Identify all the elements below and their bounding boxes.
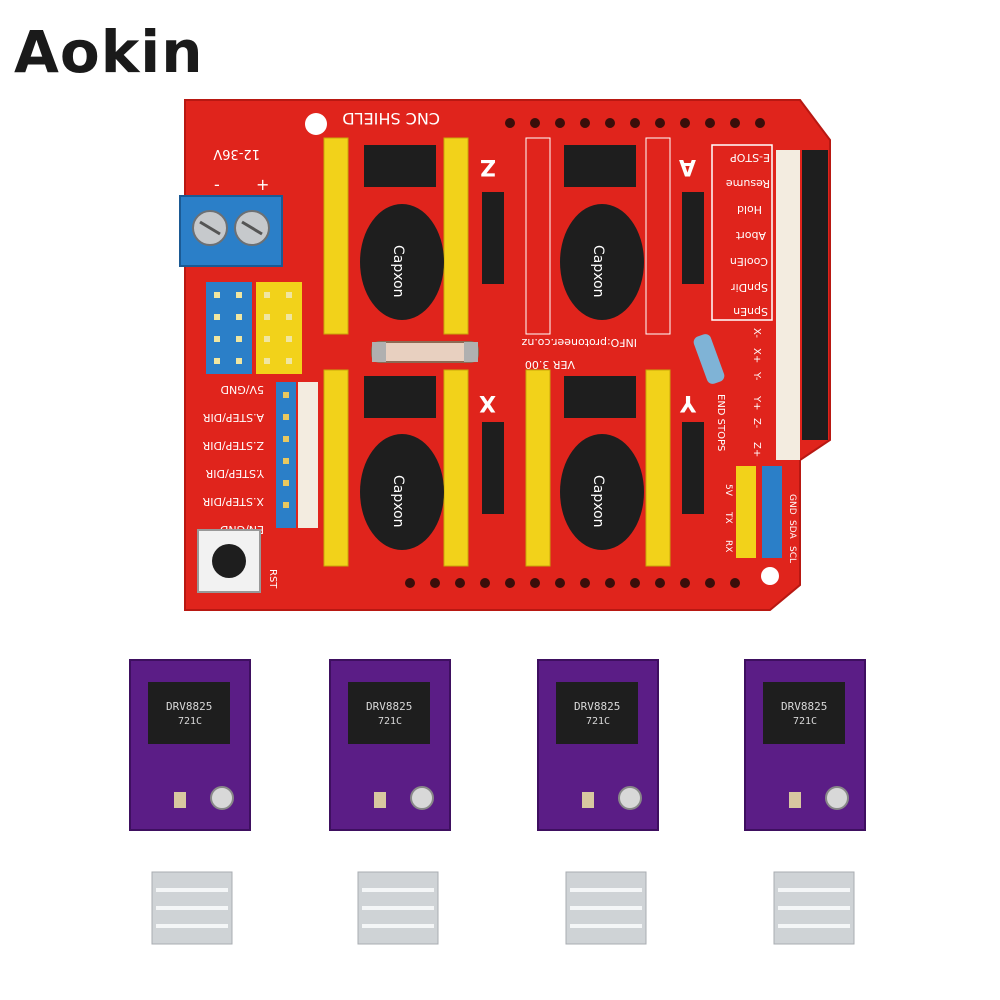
right-label-abort: Abort — [735, 229, 766, 242]
endstop-label-x-plus: X+ — [751, 348, 762, 363]
resistor — [693, 334, 725, 384]
board-title: CNC SHIELD — [342, 109, 440, 128]
reset-label: RST — [267, 569, 278, 589]
driver-chip-code-3: 721C — [586, 716, 610, 727]
driver-chip-code-1: 721C — [178, 716, 202, 727]
axis-label-a: A — [679, 154, 696, 179]
driver-socket-a: Capxon A — [525, 137, 704, 335]
cnc-shield-board: CNC SHIELD 12-36V - + INFO:protoneer.co.… — [179, 99, 831, 611]
driver-module-3: DRV8825 721C — [537, 659, 659, 831]
power-plus-label: + — [256, 175, 269, 194]
driver-chip-label-4: DRV8825 — [781, 700, 827, 713]
right-label-spnen: SpnEn — [733, 305, 768, 318]
pin-label-sda: SDA — [787, 520, 797, 539]
heatsink-2 — [357, 871, 439, 945]
heatsink-3 — [565, 871, 647, 945]
right-label-spndir: SpnDir — [731, 281, 768, 294]
driver-socket-z: Capxon Z — [323, 137, 504, 335]
driver-socket-x: Capxon X — [323, 369, 504, 567]
right-label-coolen: CoolEn — [730, 255, 768, 268]
info-label: INFO:protoneer.co.nz — [521, 336, 637, 349]
driver-chip-code-2: 721C — [378, 716, 402, 727]
heatsink-1 — [151, 871, 233, 945]
endstop-label-z-plus: Z+ — [751, 442, 762, 457]
driver-chip-label-3: DRV8825 — [574, 700, 620, 713]
version-label: VER 3.00 — [525, 358, 575, 371]
pin-label-5v: 5V — [723, 484, 733, 497]
right-label-estop: E-STOP — [730, 151, 770, 164]
cap-label-a: Capxon — [590, 245, 606, 298]
driver-module-1: DRV8825 721C — [129, 659, 251, 831]
microstep-jumpers — [206, 282, 302, 374]
step-dir-header — [276, 382, 318, 528]
driver-socket-y: Capxon Y — [525, 369, 704, 567]
endstop-label-z-minus: Z- — [751, 418, 762, 429]
endstop-group-label: END STOPS — [715, 394, 726, 451]
reset-button — [197, 529, 261, 593]
left-label-a-step: A.STEP/DIR — [202, 411, 264, 424]
axis-label-y: Y — [679, 390, 697, 415]
right-silk-labels: E-STOP Resume Hold Abort CoolEn SpnDir S… — [711, 144, 773, 457]
driver-chip-label-2: DRV8825 — [366, 700, 412, 713]
cap-label-y: Capxon — [590, 475, 606, 528]
left-label-5v-gnd: 5V/GND — [221, 383, 264, 396]
cap-label-z: Capxon — [390, 245, 406, 298]
endstop-label-y-minus: Y- — [751, 371, 762, 381]
endstop-label-y-plus: Y+ — [751, 395, 762, 411]
fuse — [371, 341, 479, 363]
driver-module-4: DRV8825 721C — [744, 659, 866, 831]
pin-label-rx: RX — [723, 540, 733, 552]
driver-chip-label-1: DRV8825 — [166, 700, 212, 713]
endstop-label-x-minus: X- — [751, 328, 762, 338]
axis-label-z: Z — [480, 154, 496, 179]
pin-label-scl: SCL — [787, 546, 797, 563]
left-label-y-step: Y.STEP/DIR — [205, 467, 265, 480]
power-minus-label: - — [214, 175, 220, 194]
cap-label-x: Capxon — [390, 475, 406, 528]
right-label-hold: Hold — [737, 203, 762, 216]
i2c-uart-labels: 5V TX RX GND SDA SCL — [723, 484, 797, 563]
brand-logo: Aokin — [14, 18, 204, 86]
driver-chip-code-4: 721C — [793, 716, 817, 727]
heatsink-4 — [773, 871, 855, 945]
uart-i2c-headers — [736, 466, 782, 558]
left-label-x-step: X.STEP/DIR — [202, 495, 264, 508]
arduino-header-right — [776, 150, 828, 460]
power-label: 12-36V — [213, 146, 260, 161]
power-terminal — [179, 195, 283, 267]
left-label-z-step: Z.STEP/DIR — [202, 439, 264, 452]
axis-label-x: X — [479, 390, 496, 415]
driver-module-2: DRV8825 721C — [329, 659, 451, 831]
right-label-resume: Resume — [726, 177, 770, 190]
pin-label-tx: TX — [723, 511, 733, 524]
pin-label-gnd: GND — [787, 494, 797, 515]
